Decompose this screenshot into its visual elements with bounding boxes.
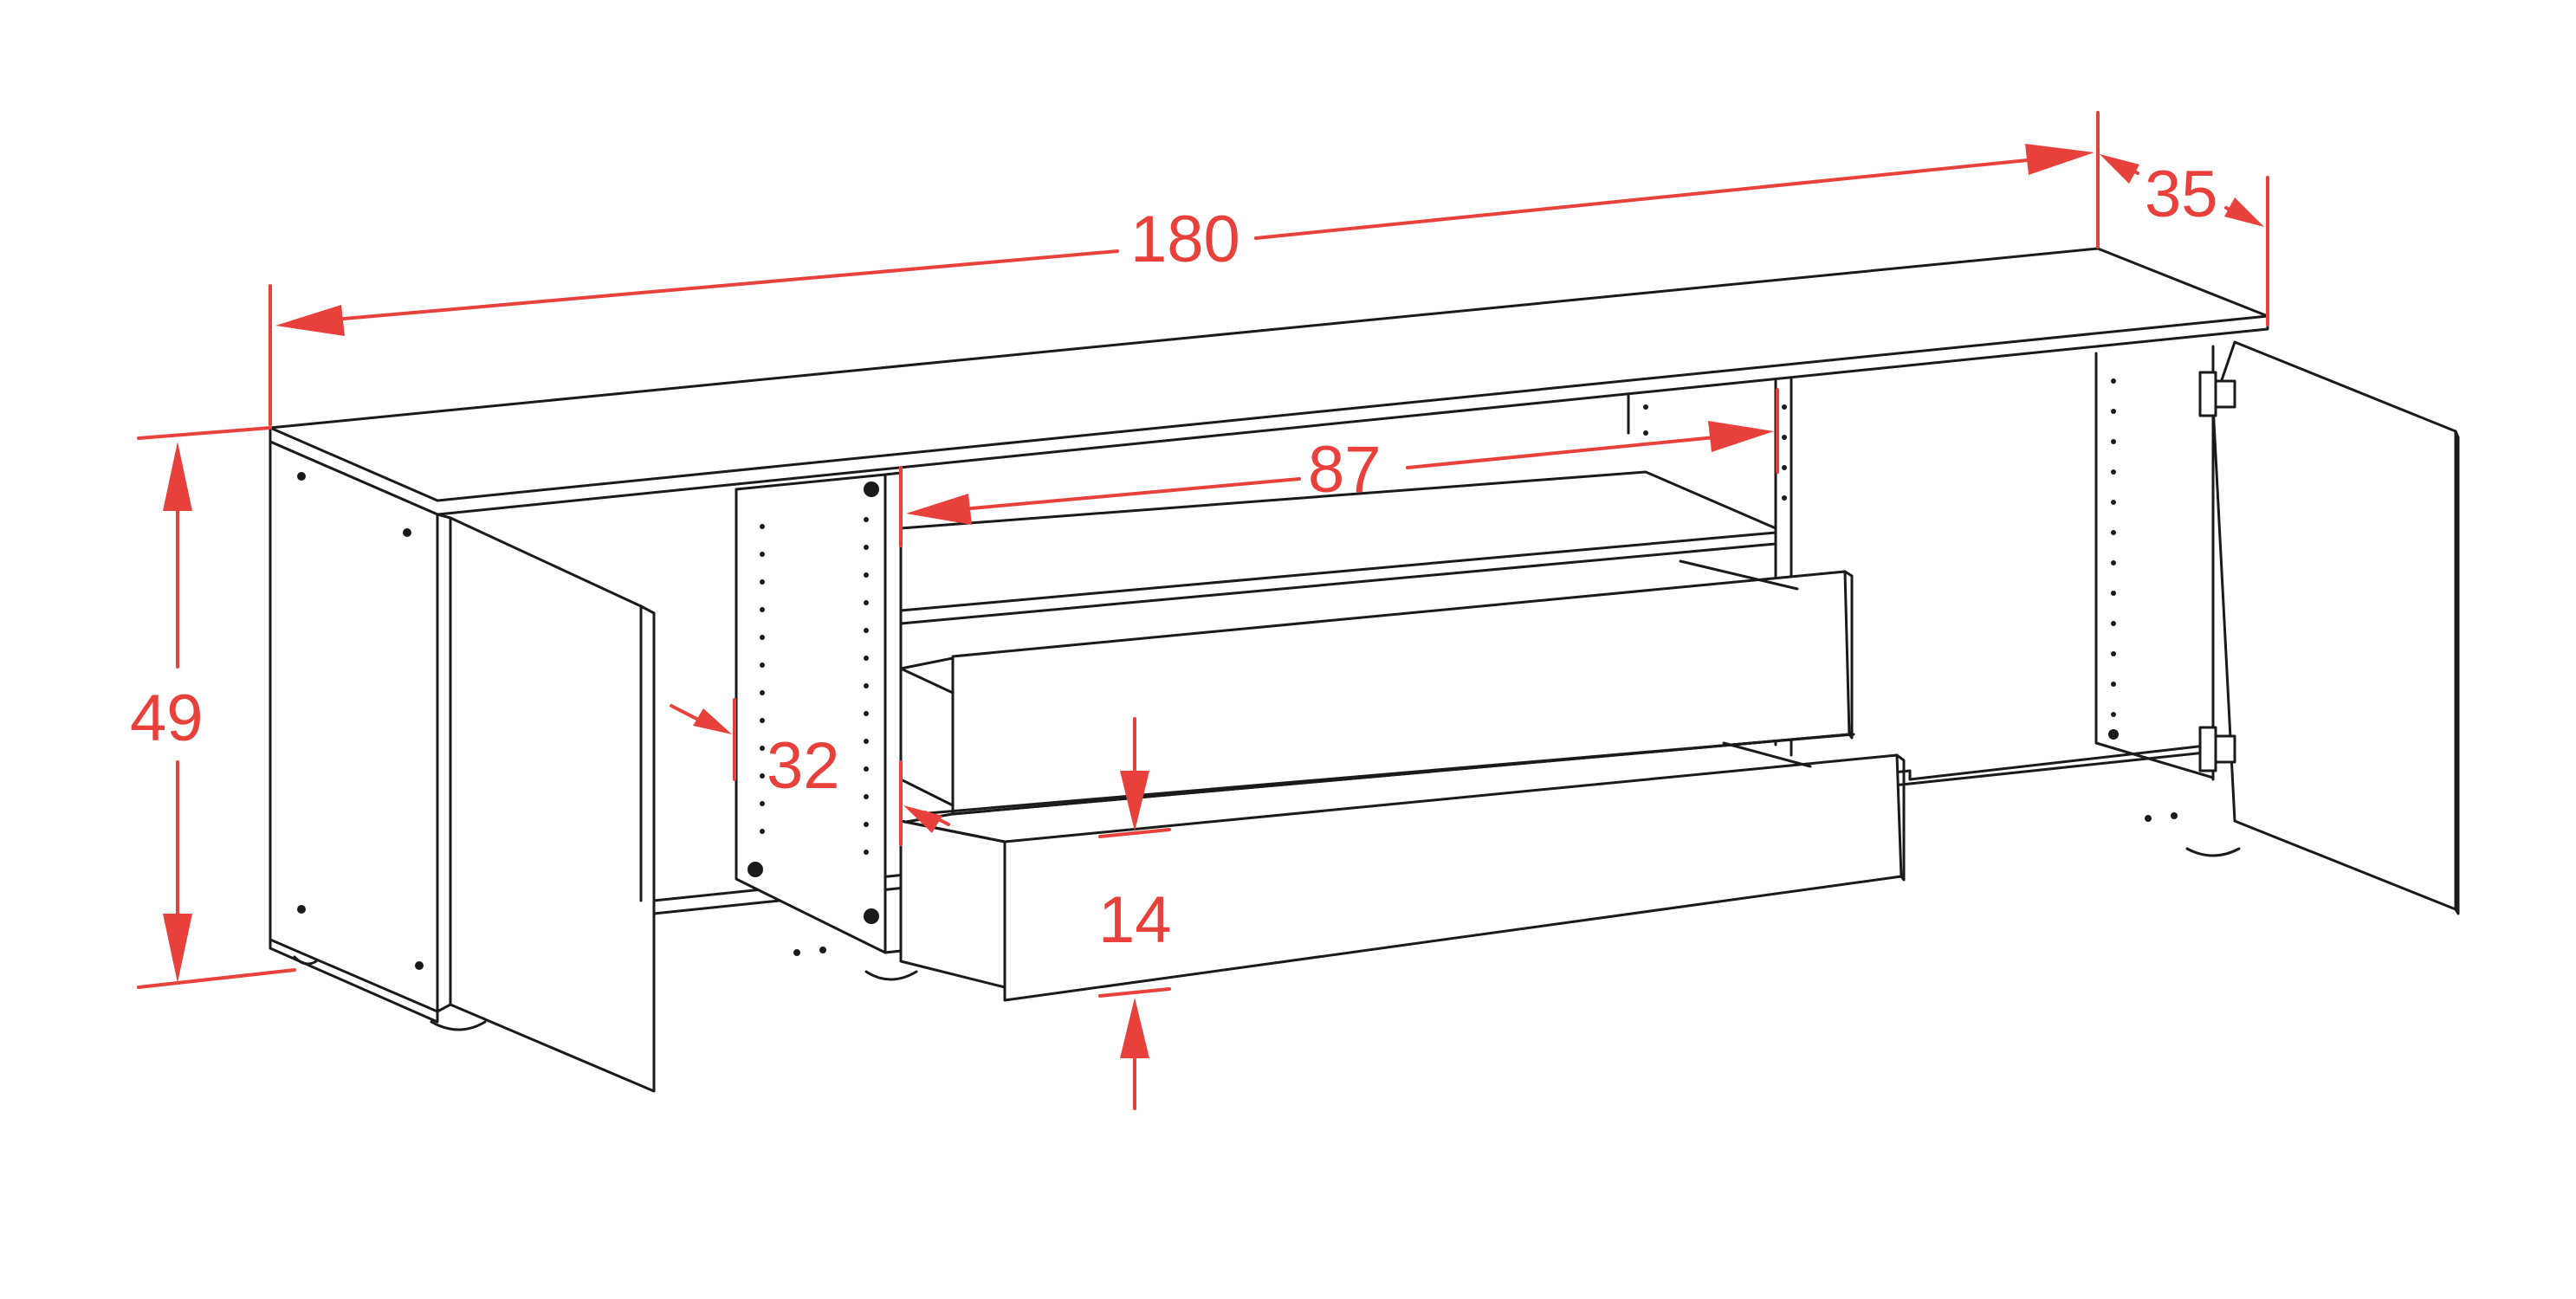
dimension-width: 180 xyxy=(269,111,2100,426)
dimension-depth: 35 xyxy=(2100,154,2269,326)
left-divider xyxy=(735,473,887,954)
left-side-panel xyxy=(269,440,439,1013)
inner-depth-label: 32 xyxy=(767,729,840,803)
dimension-annotations: 180 35 49 87 xyxy=(130,111,2269,1110)
lower-hinge xyxy=(2198,726,2217,772)
right-side-holes xyxy=(297,378,2178,970)
right-door xyxy=(2211,340,2457,911)
foot-center xyxy=(864,970,918,981)
shelf-width-label: 87 xyxy=(1308,433,1382,507)
depth-label: 35 xyxy=(2145,158,2218,231)
drawer-height-label: 14 xyxy=(1098,883,1172,957)
foot-right xyxy=(2185,847,2241,857)
upper-drawer-body xyxy=(899,656,955,824)
top-panel xyxy=(269,247,2269,502)
dimension-height: 49 xyxy=(130,426,296,989)
dimension-inner-depth: 32 xyxy=(670,698,950,846)
left-divider-holes xyxy=(748,481,879,924)
center-shelf xyxy=(899,470,1777,625)
sideboard-drawing xyxy=(269,247,2460,1093)
width-label: 180 xyxy=(1130,203,1240,276)
left-door xyxy=(449,516,656,1093)
lower-drawer-body xyxy=(899,819,1006,989)
upper-hinge xyxy=(2198,371,2217,417)
height-label: 49 xyxy=(130,682,204,755)
dimension-drawer-height: 14 xyxy=(1098,717,1172,1110)
foot-left xyxy=(430,1020,487,1031)
dimension-shelf-width: 87 xyxy=(899,388,1779,547)
